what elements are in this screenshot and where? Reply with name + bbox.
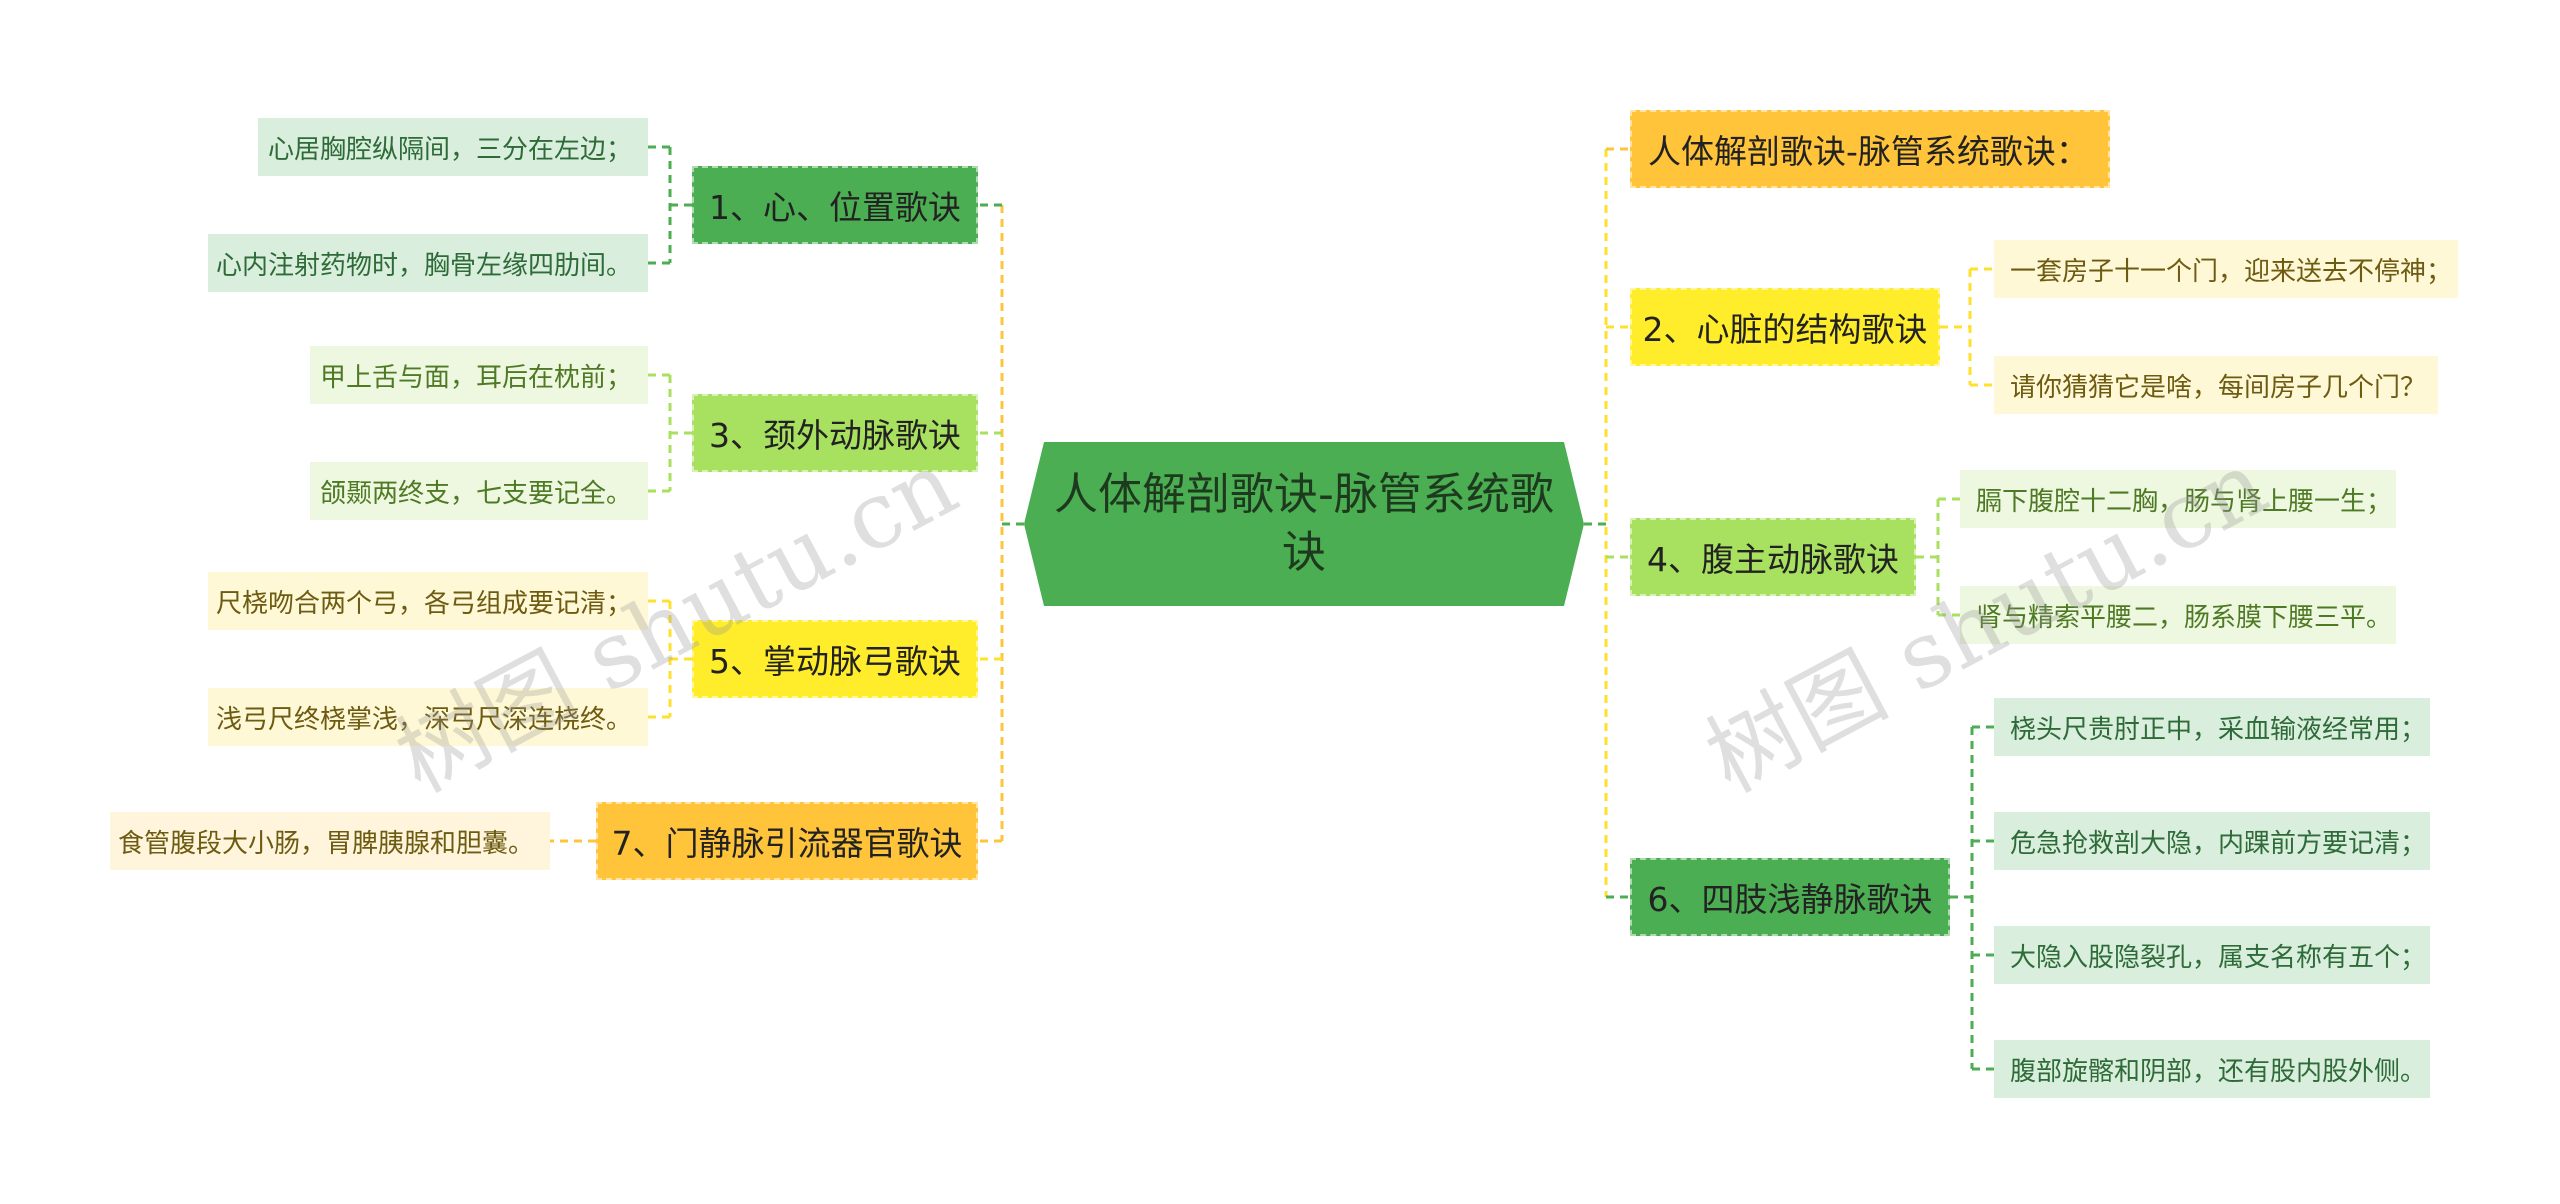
leaf-palmar-arch-1[interactable]: 尺桡吻合两个弓，各弓组成要记清； (208, 572, 648, 630)
root-topic[interactable]: 人体解剖歌诀-脉管系统歌诀 (1024, 442, 1584, 606)
leaf-label: 请你猜猜它是啥，每间房子几个门？ (2010, 372, 2427, 403)
branch-heart-position[interactable]: 1、心、位置歌诀 (692, 166, 978, 244)
leaf-external-carotid-2[interactable]: 颌颞两终支，七支要记全。 (310, 462, 648, 520)
leaf-label: 食管腹段大小肠，胃脾胰腺和胆囊。 (117, 828, 534, 859)
leaf-heart-structure-2[interactable]: 请你猜猜它是啥，每间房子几个门？ (1994, 356, 2438, 414)
leaf-portal-vein-1[interactable]: 食管腹段大小肠，胃脾胰腺和胆囊。 (110, 812, 550, 870)
leaf-label: 颌颞两终支，七支要记全。 (319, 478, 632, 509)
leaf-label: 危急抢救剖大隐，内踝前方要记清； (2010, 828, 2427, 859)
leaf-abdominal-aorta-2[interactable]: 肾与精索平腰二，肠系膜下腰三平。 (1960, 586, 2396, 644)
branch-4-leaf-connectors (1916, 497, 1960, 617)
leaf-label: 浅弓尺终桡掌浅，深弓尺深连桡终。 (215, 704, 632, 735)
branch-palmar-arch[interactable]: 5、掌动脉弓歌诀 (692, 620, 978, 698)
leaf-label: 心居胸腔纵隔间，三分在左边； (267, 134, 632, 165)
branch-limb-superficial-veins[interactable]: 6、四肢浅静脉歌诀 (1630, 858, 1950, 936)
branch-1-leaf-connectors (648, 145, 692, 265)
leaf-limb-veins-3[interactable]: 大隐入股隐裂孔，属支名称有五个； (1994, 926, 2430, 984)
leaf-palmar-arch-2[interactable]: 浅弓尺终桡掌浅，深弓尺深连桡终。 (208, 688, 648, 746)
branch-title-summary[interactable]: 人体解剖歌诀-脉管系统歌诀： (1630, 110, 2110, 188)
leaf-label: 一套房子十一个门，迎来送去不停神； (2010, 256, 2453, 287)
leaf-limb-veins-4[interactable]: 腹部旋髂和阴部，还有股内股外侧。 (1994, 1040, 2430, 1098)
branch-2-leaf-connectors (1940, 267, 1994, 387)
leaf-abdominal-aorta-1[interactable]: 膈下腹腔十二胸，肠与肾上腰一生； (1960, 470, 2396, 528)
leaf-external-carotid-1[interactable]: 甲上舌与面，耳后在枕前； (310, 346, 648, 404)
leaf-label: 心内注射药物时，胸骨左缘四肋间。 (215, 250, 632, 281)
branch-3-leaf-connectors (648, 373, 692, 493)
branch-label: 2、心脏的结构歌诀 (1642, 310, 1928, 349)
branch-external-carotid[interactable]: 3、颈外动脉歌诀 (692, 394, 978, 472)
leaf-label: 桡头尺贵肘正中，采血输液经常用； (2010, 714, 2427, 745)
leaf-label: 腹部旋髂和阴部，还有股内股外侧。 (2010, 1056, 2427, 1087)
leaf-limb-veins-2[interactable]: 危急抢救剖大隐，内踝前方要记清； (1994, 812, 2430, 870)
leaf-label: 甲上舌与面，耳后在枕前； (319, 362, 632, 393)
leaf-label: 大隐入股隐裂孔，属支名称有五个； (2010, 942, 2427, 973)
branch-label: 1、心、位置歌诀 (709, 188, 961, 227)
root-topic-label: 人体解剖歌诀-脉管系统歌诀 (1054, 469, 1554, 578)
root-hexagon-shape (1024, 442, 1584, 606)
branch-abdominal-aorta[interactable]: 4、腹主动脉歌诀 (1630, 518, 1916, 596)
branch-label: 7、门静脉引流器官歌诀 (611, 824, 963, 863)
branch-portal-vein[interactable]: 7、门静脉引流器官歌诀 (596, 802, 978, 880)
leaf-heart-structure-1[interactable]: 一套房子十一个门，迎来送去不停神； (1994, 240, 2458, 298)
branch-5-leaf-connectors (648, 599, 692, 719)
leaf-label: 肾与精索平腰二，肠系膜下腰三平。 (1976, 602, 2393, 633)
leaf-limb-veins-1[interactable]: 桡头尺贵肘正中，采血输液经常用； (1994, 698, 2430, 756)
leaf-label: 膈下腹腔十二胸，肠与肾上腰一生； (1976, 486, 2393, 517)
leaf-label: 尺桡吻合两个弓，各弓组成要记清； (215, 588, 632, 619)
branch-label: 5、掌动脉弓歌诀 (709, 642, 961, 681)
branch-6-leaf-connectors (1950, 725, 1994, 1071)
branch-label: 6、四肢浅静脉歌诀 (1647, 880, 1933, 919)
branch-label: 3、颈外动脉歌诀 (709, 416, 961, 455)
branch-label: 人体解剖歌诀-脉管系统歌诀： (1648, 132, 2089, 171)
branch-label: 4、腹主动脉歌诀 (1647, 540, 1899, 579)
leaf-heart-position-1[interactable]: 心居胸腔纵隔间，三分在左边； (258, 118, 648, 176)
leaf-heart-position-2[interactable]: 心内注射药物时，胸骨左缘四肋间。 (208, 234, 648, 292)
branch-heart-structure[interactable]: 2、心脏的结构歌诀 (1630, 288, 1940, 366)
